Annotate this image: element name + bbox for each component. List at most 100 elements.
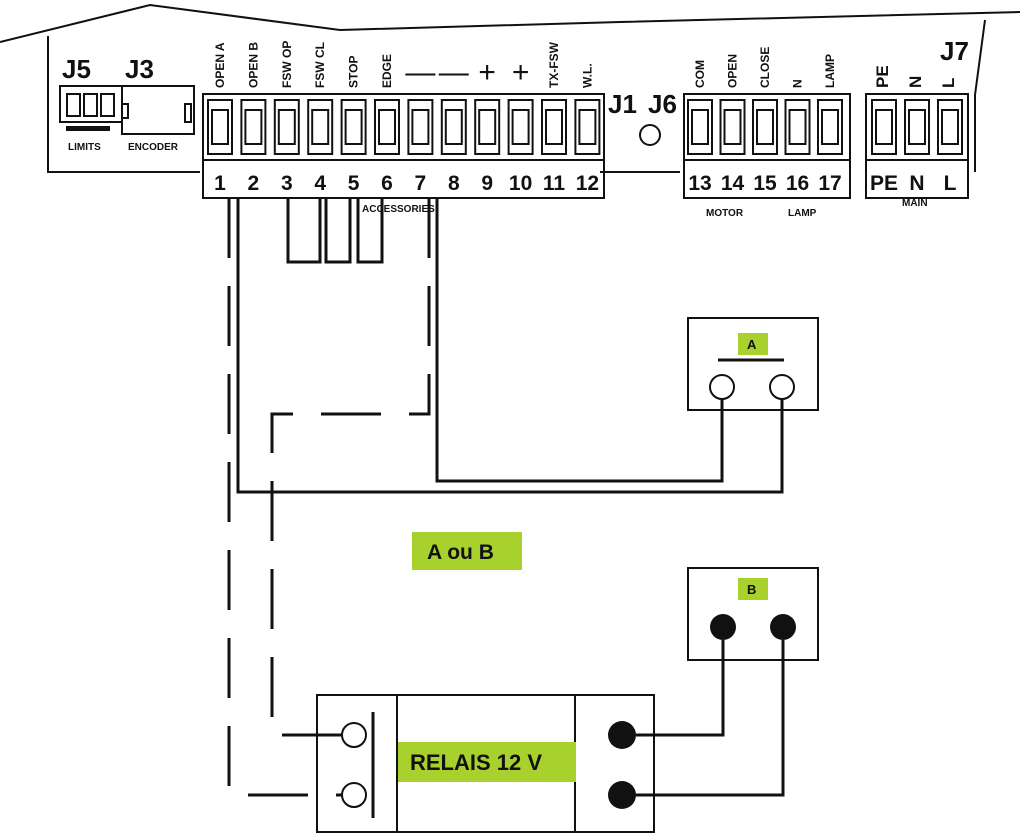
j3-label: J3: [125, 54, 154, 84]
tb1-terminal-8: [440, 99, 467, 155]
tb1-terminal-9: [474, 99, 501, 155]
tb1-terminal-5: [340, 99, 367, 155]
contact-b: B: [687, 567, 819, 661]
tb2-terminal-1: [687, 99, 713, 155]
tb2-terminal-2: [719, 99, 746, 155]
tb2-label-5: LAMP: [823, 54, 837, 88]
motor-label: MOTOR: [706, 208, 744, 219]
tb1-terminal-7: [407, 99, 434, 155]
tb1-label-9: +: [478, 56, 496, 89]
tb1-label-4: FSW CL: [313, 42, 327, 88]
tb3-terminal-3: [937, 99, 963, 155]
tb1-label-11: TX-FSW: [547, 41, 561, 88]
tb1-number-4: 4: [314, 172, 326, 195]
main-label: MAIN: [902, 198, 928, 209]
tb1-label-3: FSW OP: [280, 41, 294, 88]
tb3-terminal-1: [871, 99, 897, 155]
dashed-wire-t1-to-relay: [227, 198, 342, 797]
tb1-number-9: 9: [481, 172, 493, 195]
dashed-wire-t8-to-relay: [270, 198, 431, 737]
tb2-label-3: CLOSE: [758, 47, 772, 88]
relay-contact-top: [608, 721, 636, 749]
b-terminal-left: [710, 614, 736, 640]
tb1-number-3: 3: [281, 172, 293, 195]
tb3-number-2: N: [909, 172, 924, 195]
choice-label: A ou B: [427, 541, 494, 564]
j3-encoder-connector: [121, 85, 195, 135]
a-terminal-left: [709, 374, 735, 400]
tb1-number-8: 8: [448, 172, 460, 195]
j6-label: J6: [648, 89, 677, 119]
tb1-terminal-4: [307, 99, 334, 155]
jumper-4-5: [324, 198, 352, 264]
tb1-number-12: 12: [576, 172, 599, 195]
relay-contact-bottom: [608, 781, 636, 809]
tb1-label-1: OPEN A: [213, 42, 227, 88]
a-terminal-right: [769, 374, 795, 400]
tb1-number-2: 2: [248, 172, 260, 195]
tb2-terminal-3: [752, 99, 778, 155]
relay-label: RELAIS 12 V: [410, 750, 542, 775]
tb1-number-11: 11: [543, 172, 566, 195]
tb1-terminal-10: [507, 99, 534, 155]
tb2-label-4: N: [791, 79, 805, 88]
tb1-label-8: —: [439, 56, 469, 89]
tb1-label-10: +: [512, 56, 530, 89]
tb1-number-10: 10: [509, 172, 532, 195]
tb1-terminal-3: [273, 99, 300, 155]
accessories-label: ACCESSORIES: [362, 204, 435, 215]
tb3-label-1: PE: [873, 65, 892, 88]
tb2-terminal-5: [817, 99, 843, 155]
wire-relay-bottom-to-b: [636, 640, 785, 797]
tb1-terminal-2: [240, 99, 267, 155]
tb1-terminal-6: [374, 99, 400, 155]
tb1-terminal-11: [541, 99, 567, 155]
relay-12v: RELAIS 12 V: [316, 694, 655, 833]
tb1-number-5: 5: [348, 172, 360, 195]
tb1-label-2: OPEN B: [246, 42, 260, 88]
tb2-terminal-4: [784, 99, 811, 155]
pushbutton-a: A: [687, 317, 819, 411]
relay-coil-terminal-bottom: [341, 782, 367, 808]
tb1-number-7: 7: [415, 172, 427, 195]
tb2-number-4: 16: [786, 172, 809, 195]
tb1-label-6: EDGE: [380, 54, 394, 88]
j7-label: J7: [940, 36, 969, 66]
relay-coil-terminal-top: [341, 722, 367, 748]
wire-t8-to-a: [435, 198, 724, 483]
lamp-group-label: LAMP: [788, 208, 817, 219]
control-board: J5 LIMITS J3 ENCODER J1 J6 J7: [0, 3, 1020, 173]
tb3-number-3: L: [944, 172, 957, 195]
limits-label: LIMITS: [68, 142, 101, 153]
tb1-label-12: W.L.: [580, 63, 594, 88]
j5-label: J5: [62, 54, 91, 84]
tb2-number-1: 13: [688, 172, 711, 195]
b-badge: [738, 578, 768, 600]
b-terminal-right: [770, 614, 796, 640]
tb3-terminal-2: [904, 99, 930, 155]
jumper-3-4: [286, 198, 322, 264]
tb1-terminal-1: [207, 99, 233, 155]
tb2-number-2: 14: [721, 172, 745, 195]
tb1-terminal-12: [574, 99, 601, 155]
encoder-label: ENCODER: [128, 142, 179, 153]
tb3-number-1: PE: [870, 172, 898, 195]
j1-label: J1: [608, 89, 637, 119]
a-label: A: [747, 337, 757, 352]
tb2-label-2: OPEN: [726, 54, 740, 88]
tb1-label-5: STOP: [347, 56, 361, 88]
tb3-label-3: L: [939, 78, 958, 88]
jumper-5-6: [356, 198, 384, 264]
tb2-label-1: COM: [693, 60, 707, 88]
wire-t1-to-a: [236, 198, 784, 494]
j6-jumper: [639, 124, 661, 146]
tb3-label-2: N: [906, 76, 925, 88]
b-label: B: [747, 582, 756, 597]
a-badge: [738, 333, 768, 355]
tb1-label-7: —: [405, 56, 435, 89]
tb1-number-1: 1: [214, 172, 226, 195]
